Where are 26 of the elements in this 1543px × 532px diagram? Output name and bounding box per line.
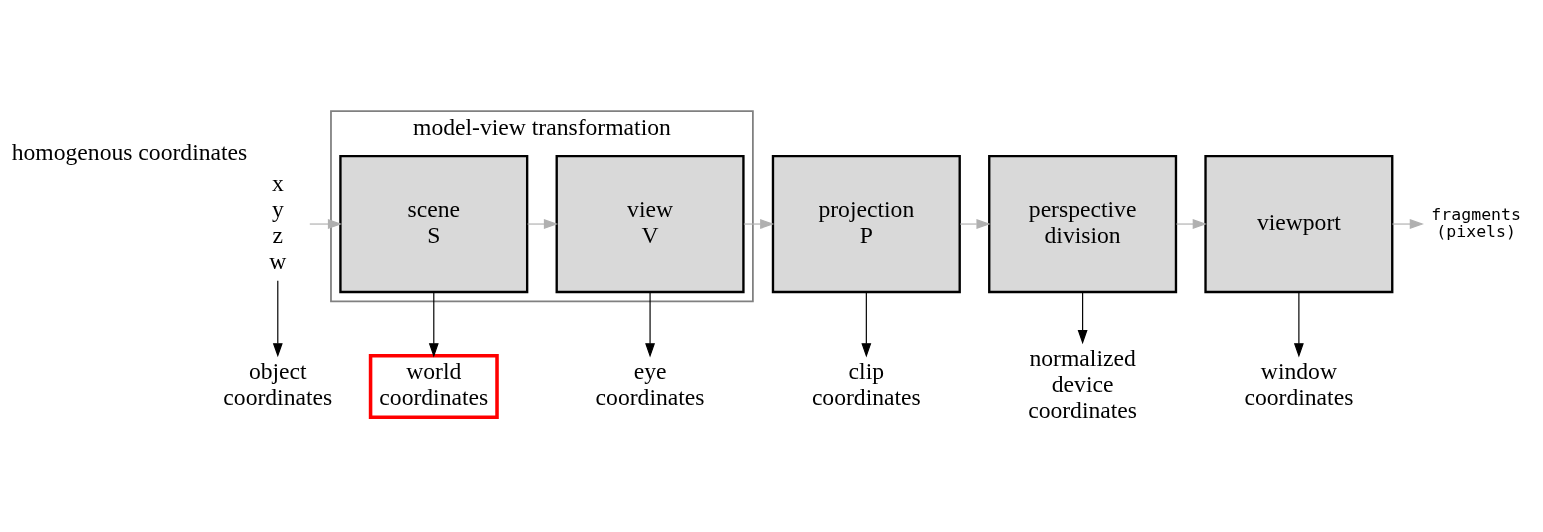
node-box: viewport [1204,154,1394,294]
arrow [645,291,656,358]
arrow [959,219,991,229]
node-text: clip coordinates [811,358,921,411]
arrow [309,219,343,229]
arrow [743,219,775,229]
node-text: x y z w [269,169,287,274]
node-text: normalized device coordinates [1028,345,1138,424]
arrow [1175,219,1207,229]
arrow [861,291,872,358]
node-box: scene S [339,154,529,294]
arrow [272,280,283,358]
node-text: window coordinates [1244,358,1354,411]
node-box: perspective division [988,154,1178,294]
node-box: projection P [771,154,961,294]
node-text: fragments (pixels) [1431,204,1521,242]
arrow [527,219,559,229]
node-label: homogenous coordinates [11,139,248,166]
node-box: view V [555,154,745,294]
node-text: eye coordinates [595,358,705,411]
arrow [1077,291,1088,345]
node-text: object coordinates [223,358,333,411]
arrow [1391,219,1424,229]
arrow [428,291,439,358]
node-box: world coordinates [368,354,499,420]
arrow [1293,291,1304,358]
